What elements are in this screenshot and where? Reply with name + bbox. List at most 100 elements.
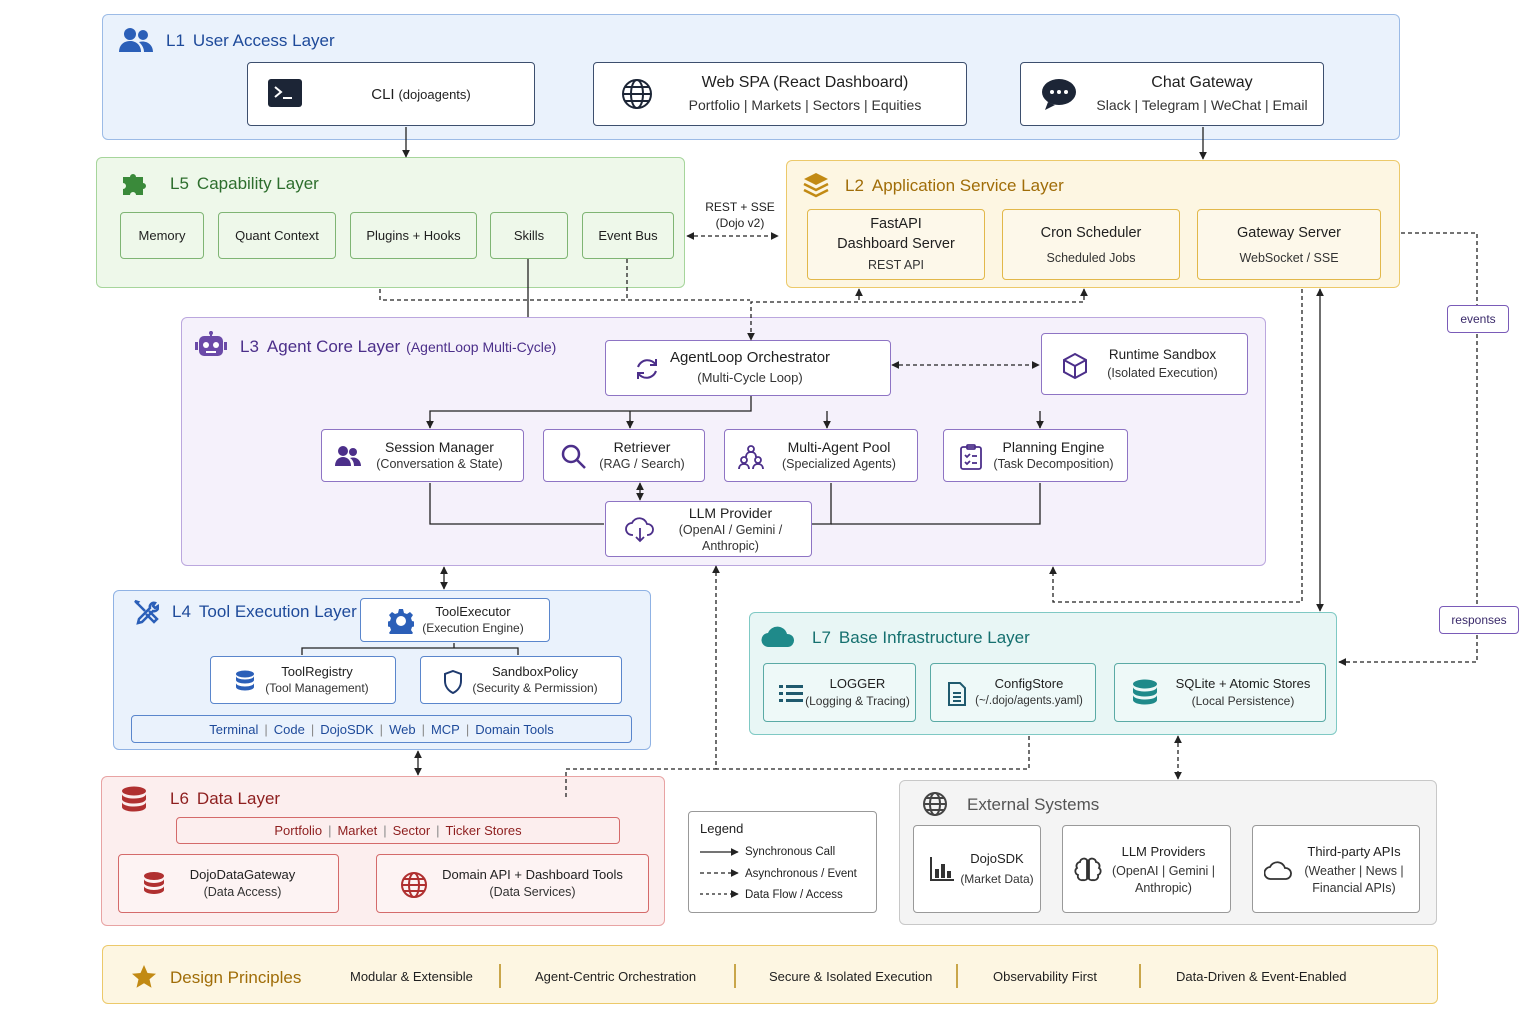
agentloop-orchestrator[interactable]: AgentLoop Orchestrator (Multi-Cycle Loop… — [605, 340, 891, 396]
database-icon — [141, 870, 167, 900]
principle-divider — [499, 964, 501, 988]
globe-icon — [920, 789, 950, 819]
store-sector[interactable]: Sector — [392, 823, 431, 838]
tool-executor[interactable]: ToolExecutor (Execution Engine) — [360, 598, 550, 642]
principle-divider — [734, 964, 736, 988]
capability-skills[interactable]: Skills — [490, 212, 568, 259]
multiagent-title: Multi-Agent Pool — [787, 439, 891, 455]
ext-third-sub: (Weather | News | — [1304, 864, 1404, 878]
orchestrator-sub: (Multi-Cycle Loop) — [697, 370, 803, 385]
planning-sub: (Task Decomposition) — [993, 457, 1114, 471]
clipboard-checklist-icon — [958, 443, 984, 471]
principle-divider — [1139, 964, 1141, 988]
layers-stack-icon — [800, 170, 832, 200]
globe-icon — [399, 870, 429, 900]
agents-network-icon — [737, 443, 765, 471]
cloud-icon — [1263, 858, 1293, 882]
planning-engine[interactable]: Planning Engine (Task Decomposition) — [943, 429, 1128, 482]
data-stores-bar: Portfolio| Market| Sector| Ticker Stores — [176, 817, 620, 844]
document-icon — [945, 680, 969, 708]
ext-third-party-apis[interactable]: Third-party APIs (Weather | News | Finan… — [1252, 825, 1420, 913]
llm-provider-sub-2: Anthropic) — [702, 538, 759, 553]
config-store-title: ConfigStore — [994, 676, 1064, 691]
sqlite-atomic-stores[interactable]: SQLite + Atomic Stores (Local Persistenc… — [1114, 663, 1326, 722]
tool-mcp[interactable]: MCP — [430, 721, 460, 737]
session-title: Session Manager — [385, 439, 494, 455]
config-store-sub: (~/.dojo/agents.yaml) — [975, 695, 1083, 707]
gear-icon — [387, 607, 415, 635]
config-store[interactable]: ConfigStore (~/.dojo/agents.yaml) — [930, 663, 1096, 722]
globe-icon — [620, 77, 654, 111]
ext-dojosdk[interactable]: DojoSDK (Market Data) — [913, 825, 1041, 913]
fastapi-sub: REST API — [867, 257, 925, 272]
responses-label: responses — [1439, 606, 1519, 634]
multi-agent-pool[interactable]: Multi-Agent Pool (Specialized Agents) — [724, 429, 918, 482]
tool-code[interactable]: Code — [273, 721, 305, 737]
cloud-download-icon — [624, 516, 656, 544]
sqlite-title: SQLite + Atomic Stores — [1175, 676, 1311, 691]
users-icon — [334, 444, 362, 468]
sqlite-sub: (Local Persistence) — [1191, 694, 1295, 708]
cli-box[interactable]: CLI (dojoagents) — [247, 62, 535, 126]
cloud-icon — [760, 622, 796, 650]
tool-list-bar: Terminal| Code| DojoSDK| Web| MCP| Domai… — [131, 715, 632, 743]
store-portfolio[interactable]: Portfolio — [274, 823, 323, 838]
session-manager[interactable]: Session Manager (Conversation & State) — [321, 429, 524, 482]
gateway-server[interactable]: Gateway Server WebSocket / SSE — [1197, 209, 1381, 280]
legend-flow-label: Data Flow / Access — [745, 889, 843, 901]
capability-memory-label: Memory — [138, 228, 186, 243]
logger[interactable]: LOGGER (Logging & Tracing) — [763, 663, 916, 722]
chat-bubble-icon — [1041, 77, 1077, 111]
store-market[interactable]: Market — [337, 823, 378, 838]
brain-icon — [1073, 856, 1103, 884]
fastapi-title: FastAPI — [870, 215, 922, 232]
web-spa-box[interactable]: Web SPA (React Dashboard) Portfolio | Ma… — [593, 62, 967, 126]
principle-secure: Secure & Isolated Execution — [769, 969, 933, 984]
design-principles-bar — [102, 945, 1438, 1004]
capability-skills-label: Skills — [513, 228, 545, 243]
principle-modular: Modular & Extensible — [350, 969, 473, 984]
retriever-sub: (RAG / Search) — [599, 457, 685, 471]
capability-quant-context[interactable]: Quant Context — [218, 212, 336, 259]
tool-dojosdk[interactable]: DojoSDK — [320, 721, 374, 737]
fastapi-title-2: Dashboard Server — [837, 235, 955, 252]
tool-executor-title: ToolExecutor — [435, 604, 511, 619]
runtime-sandbox[interactable]: Runtime Sandbox (Isolated Execution) — [1041, 333, 1248, 395]
dojo-data-gateway[interactable]: DojoDataGateway (Data Access) — [118, 854, 339, 913]
tool-terminal[interactable]: Terminal — [209, 721, 259, 737]
domain-api-dashboard-tools[interactable]: Domain API + Dashboard Tools (Data Servi… — [376, 854, 649, 913]
tool-domain-tools[interactable]: Domain Tools — [475, 721, 554, 737]
ext-llm-sub: (OpenAI | Gemini | — [1111, 864, 1216, 878]
llm-provider[interactable]: LLM Provider (OpenAI / Gemini / Anthropi… — [605, 501, 812, 557]
chat-gateway-title: Chat Gateway — [1151, 74, 1253, 91]
users-icon — [119, 26, 153, 54]
store-ticker[interactable]: Ticker Stores — [445, 823, 522, 838]
retriever[interactable]: Retriever (RAG / Search) — [543, 429, 705, 482]
gateway-server-title: Gateway Server — [1237, 224, 1341, 241]
capability-event-bus[interactable]: Event Bus — [582, 212, 674, 259]
sandbox-policy[interactable]: SandboxPolicy (Security & Permission) — [420, 656, 622, 704]
bar-chart-icon — [928, 856, 956, 882]
legend-title: Legend — [700, 821, 744, 836]
tool-registry-title: ToolRegistry — [281, 664, 353, 679]
capability-memory[interactable]: Memory — [120, 212, 204, 259]
chat-gateway-box[interactable]: Chat Gateway Slack | Telegram | WeChat |… — [1020, 62, 1324, 126]
capability-plugins-hooks[interactable]: Plugins + Hooks — [350, 212, 477, 259]
retriever-title: Retriever — [613, 439, 671, 455]
cron-to-orchestrator — [859, 288, 1088, 303]
ext-third-sub-2: Financial APIs) — [1312, 881, 1396, 895]
ext-llm-sub-2: Anthropic) — [1135, 881, 1192, 895]
list-icon — [778, 682, 804, 706]
tool-web[interactable]: Web — [389, 721, 416, 737]
fastapi-dashboard-server[interactable]: FastAPI Dashboard Server REST API — [807, 209, 985, 280]
ext-llm-providers[interactable]: LLM Providers (OpenAI | Gemini | Anthrop… — [1062, 825, 1231, 913]
principle-divider — [956, 964, 958, 988]
tool-registry[interactable]: ToolRegistry (Tool Management) — [210, 656, 396, 704]
rest-sse-label: REST + SSE(Dojo v2) — [705, 200, 775, 230]
logger-title: LOGGER — [829, 676, 886, 691]
cron-scheduler[interactable]: Cron Scheduler Scheduled Jobs — [1002, 209, 1180, 280]
